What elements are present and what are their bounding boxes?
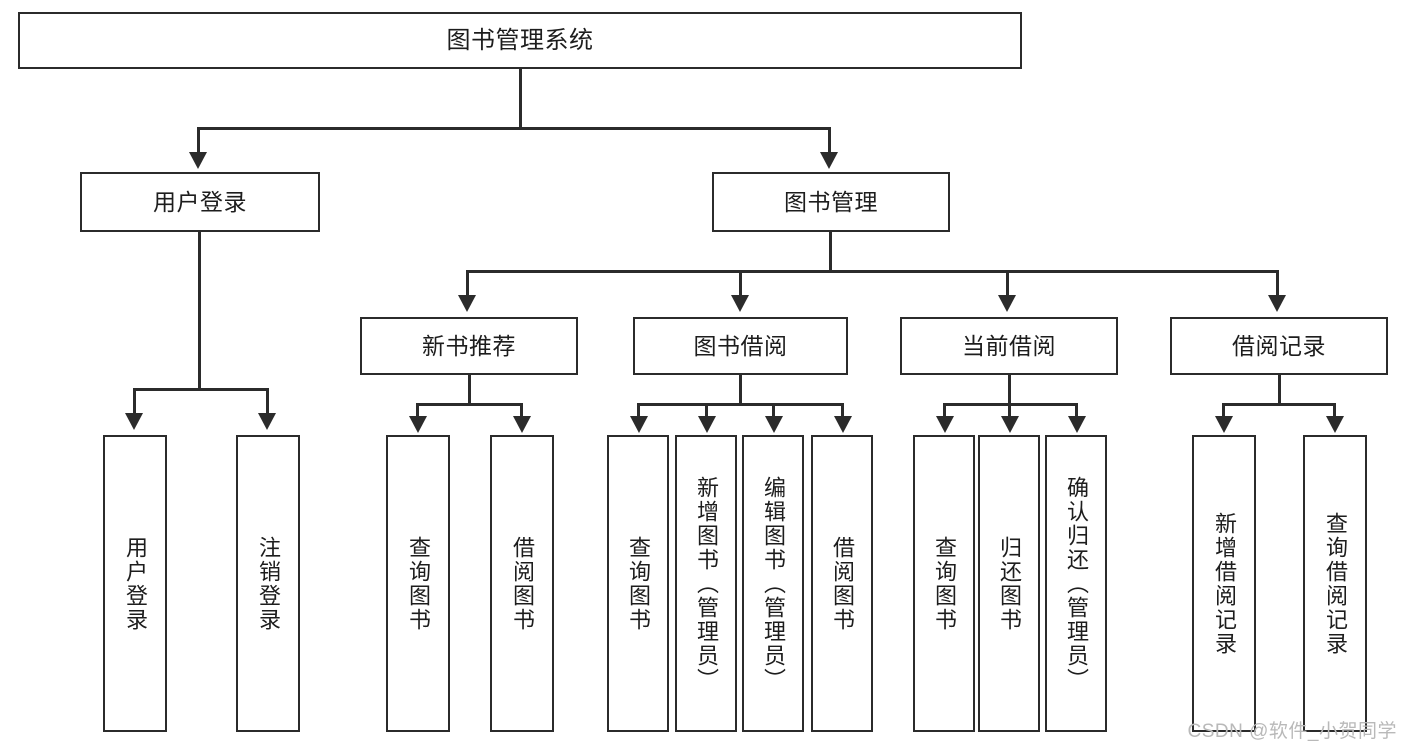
arrowhead-user-login: [189, 152, 207, 169]
connector-borrow-record-drop-1: [1222, 403, 1225, 417]
connector-book-mgmt-drop-1: [466, 270, 469, 296]
connector-current-borrow-drop-1: [943, 403, 946, 417]
arrowhead-leaf-query-book-nb: [409, 416, 427, 433]
arrowhead-borrow-record: [1268, 295, 1286, 312]
leaf-borrow-book-new[interactable]: 借阅图书: [490, 435, 554, 732]
connector-book-borrow-drop-1: [637, 403, 640, 417]
leaf-query-book-current[interactable]: 查询图书: [913, 435, 975, 732]
leaf-confirm-return-admin[interactable]: 确认归还（管理员）: [1045, 435, 1107, 732]
node-label: 查询图书: [405, 535, 431, 632]
connector-new-book-stem: [468, 375, 471, 403]
node-label: 借阅记录: [1232, 332, 1326, 359]
arrowhead-leaf-logout: [258, 413, 276, 430]
connector-root-to-user-login: [197, 127, 200, 153]
connector-borrow-record-bus: [1222, 403, 1336, 406]
node-label: 用户登录: [122, 535, 148, 632]
leaf-query-book-new[interactable]: 查询图书: [386, 435, 450, 732]
leaf-query-book-borrow[interactable]: 查询图书: [607, 435, 669, 732]
node-label: 图书管理: [784, 188, 878, 215]
node-label: 查询图书: [931, 535, 957, 632]
connector-borrow-record-stem: [1278, 375, 1281, 403]
connector-book-borrow-bus: [637, 403, 844, 406]
connector-book-borrow-drop-4: [841, 403, 844, 417]
node-user-login[interactable]: 用户登录: [80, 172, 320, 232]
arrowhead-leaf-return-book: [1001, 416, 1019, 433]
connector-root-to-book-mgmt: [828, 127, 831, 153]
node-current-borrow[interactable]: 当前借阅: [900, 317, 1118, 375]
connector-book-mgmt-stem: [829, 232, 832, 270]
connector-book-borrow-drop-3: [772, 403, 775, 417]
node-label: 新书推荐: [422, 332, 516, 359]
arrowhead-leaf-borrow-book-nb: [513, 416, 531, 433]
arrowhead-leaf-add-book: [698, 416, 716, 433]
leaf-borrow-book-borrow[interactable]: 借阅图书: [811, 435, 873, 732]
connector-user-login-stem: [198, 232, 201, 388]
connector-new-book-drop-2: [520, 403, 523, 417]
node-label: 确认归还（管理员）: [1063, 475, 1089, 692]
connector-book-borrow-drop-2: [705, 403, 708, 417]
connector-book-mgmt-drop-3: [1006, 270, 1009, 296]
node-borrow-record[interactable]: 借阅记录: [1170, 317, 1388, 375]
leaf-user-login[interactable]: 用户登录: [103, 435, 167, 732]
connector-book-borrow-stem: [739, 375, 742, 403]
connector-user-login-drop-1: [133, 388, 136, 414]
arrowhead-book-borrow: [731, 295, 749, 312]
node-book-borrow[interactable]: 图书借阅: [633, 317, 848, 375]
leaf-logout[interactable]: 注销登录: [236, 435, 300, 732]
node-label: 借阅图书: [509, 535, 535, 632]
connector-book-mgmt-bus: [466, 270, 1279, 273]
connector-book-mgmt-drop-2: [739, 270, 742, 296]
node-book-management[interactable]: 图书管理: [712, 172, 950, 232]
arrowhead-book-mgmt: [820, 152, 838, 169]
node-label: 借阅图书: [829, 535, 855, 632]
node-label: 图书管理系统: [446, 26, 594, 54]
arrowhead-leaf-confirm-return: [1068, 416, 1086, 433]
arrowhead-leaf-edit-book: [765, 416, 783, 433]
connector-current-borrow-drop-3: [1075, 403, 1078, 417]
node-root-system[interactable]: 图书管理系统: [18, 12, 1022, 69]
connector-new-book-drop-1: [416, 403, 419, 417]
leaf-edit-book-admin[interactable]: 编辑图书（管理员）: [742, 435, 804, 732]
arrowhead-new-book-recommend: [458, 295, 476, 312]
connector-book-mgmt-drop-4: [1276, 270, 1279, 296]
node-label: 归还图书: [996, 535, 1022, 632]
connector-borrow-record-drop-2: [1333, 403, 1336, 417]
node-label: 用户登录: [153, 188, 247, 215]
node-label: 新增借阅记录: [1211, 511, 1237, 656]
leaf-return-book[interactable]: 归还图书: [978, 435, 1040, 732]
node-label: 查询借阅记录: [1322, 511, 1348, 656]
connector-user-login-bus: [133, 388, 269, 391]
node-label: 当前借阅: [962, 332, 1056, 359]
node-label: 新增图书（管理员）: [693, 475, 719, 692]
connector-user-login-drop-2: [266, 388, 269, 414]
arrowhead-leaf-query-book-bb: [630, 416, 648, 433]
node-new-book-recommend[interactable]: 新书推荐: [360, 317, 578, 375]
arrowhead-leaf-add-record: [1215, 416, 1233, 433]
node-label: 图书借阅: [693, 332, 788, 359]
arrowhead-leaf-query-record: [1326, 416, 1344, 433]
arrowhead-current-borrow: [998, 295, 1016, 312]
connector-current-borrow-stem: [1008, 375, 1011, 403]
leaf-add-book-admin[interactable]: 新增图书（管理员）: [675, 435, 737, 732]
node-label: 查询图书: [625, 535, 651, 632]
arrowhead-leaf-user-login: [125, 413, 143, 430]
node-label: 注销登录: [255, 535, 281, 632]
connector-root-bus: [197, 127, 831, 130]
connector-new-book-bus: [416, 403, 523, 406]
leaf-add-borrow-record[interactable]: 新增借阅记录: [1192, 435, 1256, 732]
connector-root-stem: [519, 69, 522, 127]
node-label: 编辑图书（管理员）: [760, 475, 786, 692]
arrowhead-leaf-query-book-cb: [936, 416, 954, 433]
leaf-query-borrow-record[interactable]: 查询借阅记录: [1303, 435, 1367, 732]
arrowhead-leaf-borrow-book-bb: [834, 416, 852, 433]
connector-current-borrow-drop-2: [1008, 403, 1011, 417]
